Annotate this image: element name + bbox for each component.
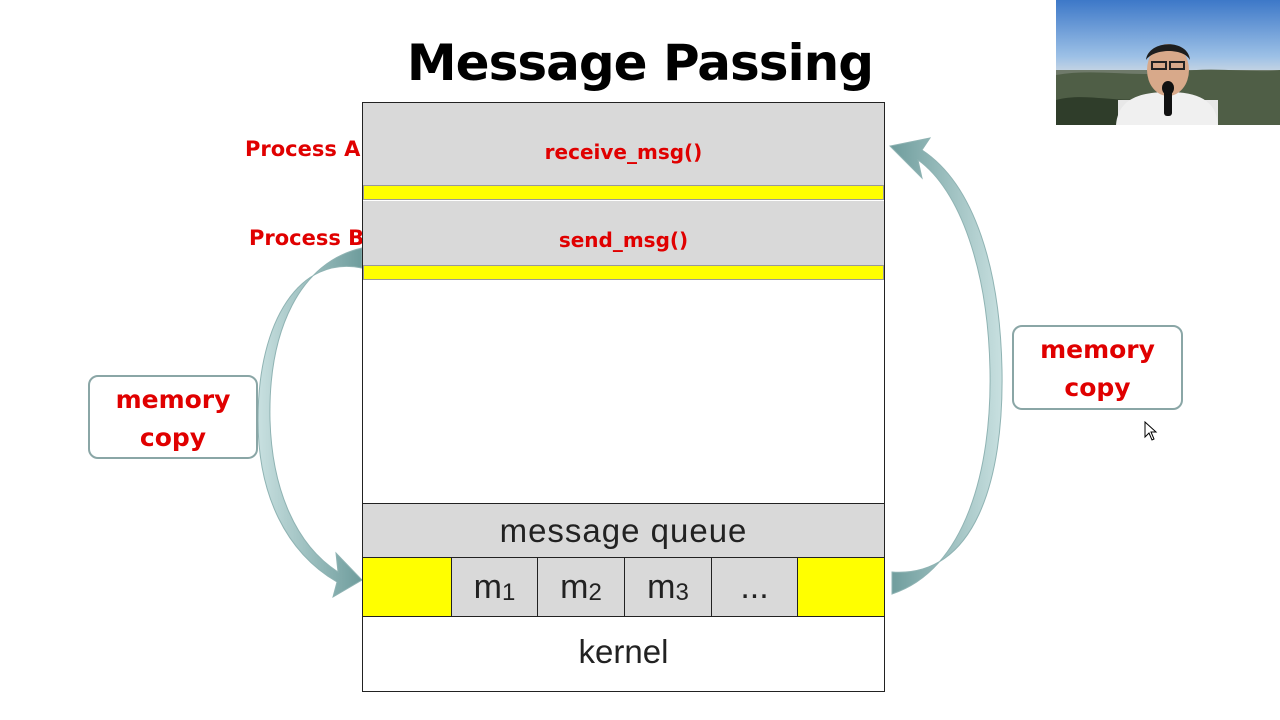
- process-b-call: send_msg(): [558, 228, 689, 252]
- m1-sub: 1: [501, 579, 516, 606]
- right-copy-arrow: [888, 137, 1003, 595]
- queue-slot-right: [798, 558, 884, 616]
- process-a-call: receive_msg(): [544, 140, 703, 164]
- queue-slot-left: [363, 558, 452, 616]
- process-a-label: Process A: [245, 137, 361, 161]
- memory-diagram: receive_msg() send_msg() message queue m…: [362, 102, 885, 692]
- memory-copy-right-line2: copy: [1064, 373, 1131, 402]
- queue-message-more: ...: [712, 558, 798, 616]
- memory-copy-left-line1: memory: [115, 385, 231, 414]
- m2-sub: 2: [588, 579, 602, 606]
- presenter-webcam: [1056, 0, 1280, 125]
- message-queue-label: message queue: [499, 512, 748, 549]
- webcam-scene: [1056, 0, 1280, 125]
- m2-base: m: [560, 567, 589, 606]
- process-a-buffer: [363, 185, 884, 200]
- process-b-buffer: [363, 265, 884, 280]
- m3-base: m: [647, 567, 676, 606]
- process-a-box: receive_msg(): [363, 103, 884, 186]
- slide-title: Message Passing: [406, 34, 874, 92]
- memory-copy-left-box: memory copy: [88, 375, 258, 459]
- mouse-pointer-icon: [1144, 421, 1158, 441]
- kernel-label: kernel: [578, 633, 669, 670]
- process-b-box: send_msg(): [363, 201, 884, 266]
- m1-base: m: [473, 567, 502, 606]
- message-queue-band: message queue: [363, 503, 884, 558]
- process-b-label: Process B: [249, 226, 365, 250]
- left-copy-arrow: [257, 247, 363, 599]
- memory-copy-left-line2: copy: [139, 423, 207, 452]
- memory-copy-right-line1: memory: [1040, 335, 1155, 364]
- more-base: ...: [740, 567, 769, 606]
- memory-copy-right-box: memory copy: [1012, 325, 1183, 410]
- m3-sub: 3: [675, 579, 689, 606]
